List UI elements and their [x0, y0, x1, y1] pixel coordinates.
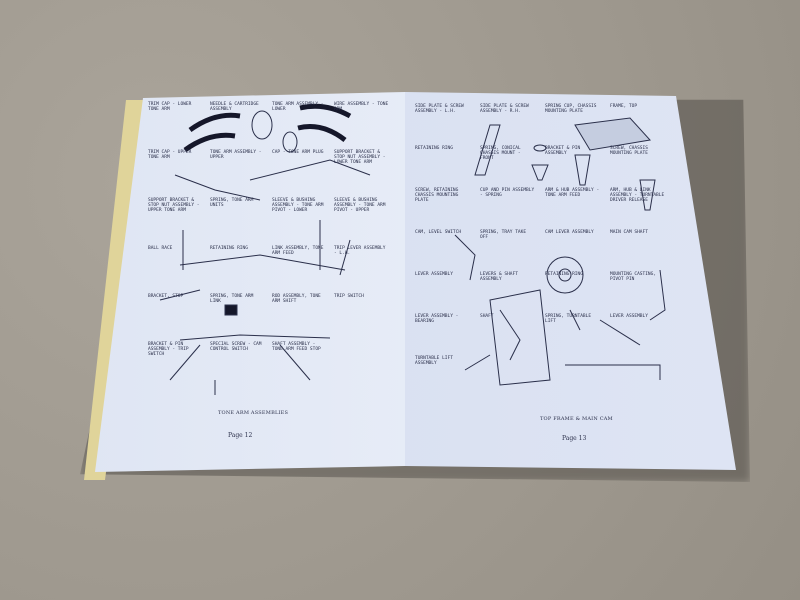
- part-label: BRACKET & PIN ASSEMBLY: [545, 146, 581, 156]
- part-label: TURNTABLE LIFT ASSEMBLY: [415, 356, 453, 366]
- part-label: SLEEVE & BUSHING ASSEMBLY - TONE ARM PIV…: [334, 198, 386, 213]
- page-number: Page 12: [228, 432, 253, 439]
- part-label: SCREW, RETAINING CHASSIS MOUNTING PLATE: [415, 188, 459, 203]
- part-label: SPRING, TURNTABLE LIFT: [545, 314, 592, 324]
- part-label: LINK ASSEMBLY, TONE ARM FEED: [272, 246, 324, 256]
- part-label: SUPPORT BRACKET & STOP NUT ASSEMBLY - UP…: [148, 198, 200, 213]
- part-label: SUPPORT BRACKET & STOP NUT ASSEMBLY - LO…: [334, 150, 386, 165]
- part-label: FRAME, TOP: [610, 104, 638, 109]
- part-label: SPRING, TRAY TAKE OFF: [480, 230, 527, 240]
- part-label: TONE ARM ASSEMBLY - LOWER: [272, 102, 324, 112]
- part-label: BRACKET, STOP: [148, 294, 184, 299]
- part-label: SPECIAL SCREW - CAM CONTROL SWITCH: [210, 342, 262, 352]
- part-label: LEVER ASSEMBLY: [415, 272, 453, 277]
- part-label: LEVER ASSEMBLY: [610, 314, 648, 319]
- part-label: CAM LEVER ASSEMBLY: [545, 230, 594, 235]
- part-label: SPRING, TONE ARM LINK: [210, 294, 254, 304]
- part-label: BRACKET & PIN ASSEMBLY - TRIP SWITCH: [148, 342, 189, 357]
- part-label: ARM & HUB ASSEMBLY - TONE ARM FEED: [545, 188, 600, 198]
- page-number: Page 13: [562, 435, 587, 442]
- part-label: SPRING, TONE ARM UNITS: [210, 198, 254, 208]
- part-label: TRIP LEVER ASSEMBLY - L.H.: [334, 246, 386, 256]
- part-label: LEVER ASSEMBLY - BEARING: [415, 314, 459, 324]
- part-label: WIRE ASSEMBLY - TONE ARM: [334, 102, 389, 112]
- figure-caption: TONE ARM ASSEMBLIES: [218, 410, 289, 416]
- part-label: ROD ASSEMBLY, TONE ARM SHIFT: [272, 294, 321, 304]
- part-label: TRIM CAP - LOWER TONE ARM: [148, 102, 192, 112]
- part-label: SHAFT: [480, 314, 494, 319]
- part-label: ARM, HUB & LINK ASSEMBLY - TURNTABLE DRI…: [610, 188, 665, 203]
- part-label: TRIM CAP - UPPER TONE ARM: [148, 150, 192, 160]
- part-label: RETAINING RING: [545, 272, 583, 277]
- part-label: RETAINING RING: [415, 146, 453, 151]
- part-label: SHAFT ASSEMBLY - TONE ARM FEED STOP: [272, 342, 321, 352]
- figure-caption: TOP FRAME & MAIN CAM: [540, 416, 613, 422]
- part-label: RETAINING RING: [210, 246, 248, 251]
- part-label: CAP - TONE ARM PLUG: [272, 150, 324, 155]
- part-label: SIDE PLATE & SCREW ASSEMBLY - L.H.: [415, 104, 464, 114]
- part-label: SIDE PLATE & SCREW ASSEMBLY - R.H.: [480, 104, 529, 114]
- part-label: BALL RACE: [148, 246, 173, 251]
- part-label: SPRING CUP, CHASSIS MOUNTING PLATE: [545, 104, 597, 114]
- part-label: MOUNTING CASTING, PIVOT PIN: [610, 272, 657, 282]
- part-label: LEVERS & SHAFT ASSEMBLY: [480, 272, 518, 282]
- part-label: CAM, LEVEL SWITCH: [415, 230, 462, 235]
- part-label: CUP AND PIN ASSEMBLY - SPRING: [480, 188, 535, 198]
- part-label: MAIN CAM SHAFT: [610, 230, 648, 235]
- part-label: TRIP SWITCH: [334, 294, 364, 299]
- part-label: SLEEVE & BUSHING ASSEMBLY - TONE ARM PIV…: [272, 198, 324, 213]
- part-label: SCREW, CHASSIS MOUNTING PLATE: [610, 146, 648, 156]
- part-label: NEEDLE & CARTRIDGE ASSEMBLY: [210, 102, 259, 112]
- part-label: TONE ARM ASSEMBLY - UPPER: [210, 150, 262, 160]
- part-label: SPRING, CONICAL CHASSIS MOUNT - FRONT: [480, 146, 521, 161]
